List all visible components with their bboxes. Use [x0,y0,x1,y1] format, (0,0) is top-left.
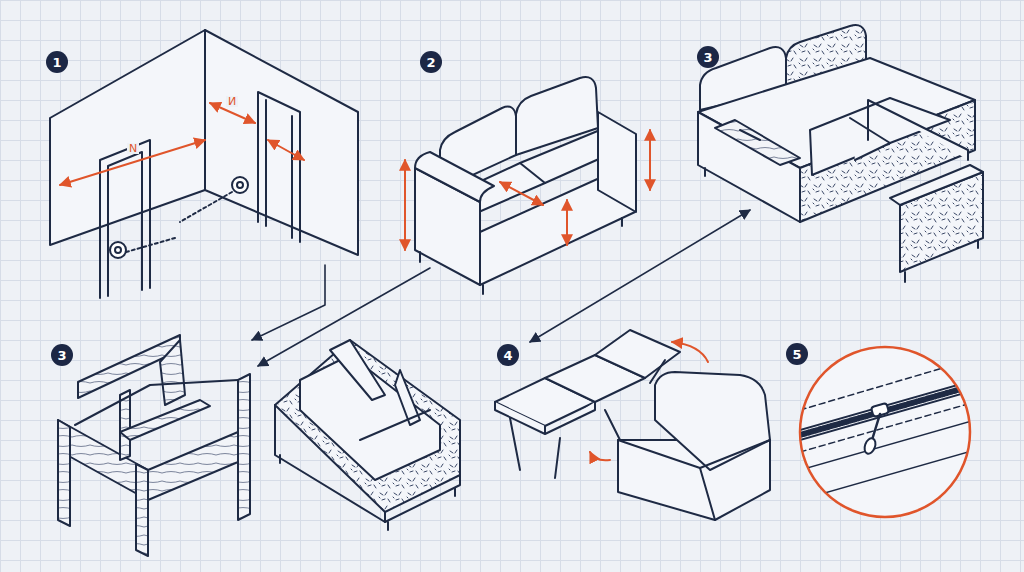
dimension-mark: N [127,143,139,154]
dimension-mark: И [226,96,238,107]
callout-circle: 4 [497,344,519,366]
flow-arrows [252,210,750,366]
callout-circle: 5 [786,343,808,365]
callout-circle: 3 [51,344,73,366]
callout-number: 4 [503,349,512,362]
sofa-bed-drawing [495,330,770,520]
callout-circle: 2 [420,51,442,73]
frame-drawing [58,335,250,556]
room-drawing [50,30,358,298]
sofa-drawing [405,77,650,294]
callout-number: 3 [703,51,712,64]
callout-number: 3 [57,349,66,362]
upholstered-frame-drawing [275,340,460,530]
callout-number: 5 [792,348,801,361]
modular-sofa-drawing [698,25,983,282]
zipper-detail [800,347,975,517]
callout-number: 2 [426,56,435,69]
callout-circle: 3 [697,46,719,68]
callout-number: 1 [52,56,61,69]
callout-circle: 1 [46,51,68,73]
